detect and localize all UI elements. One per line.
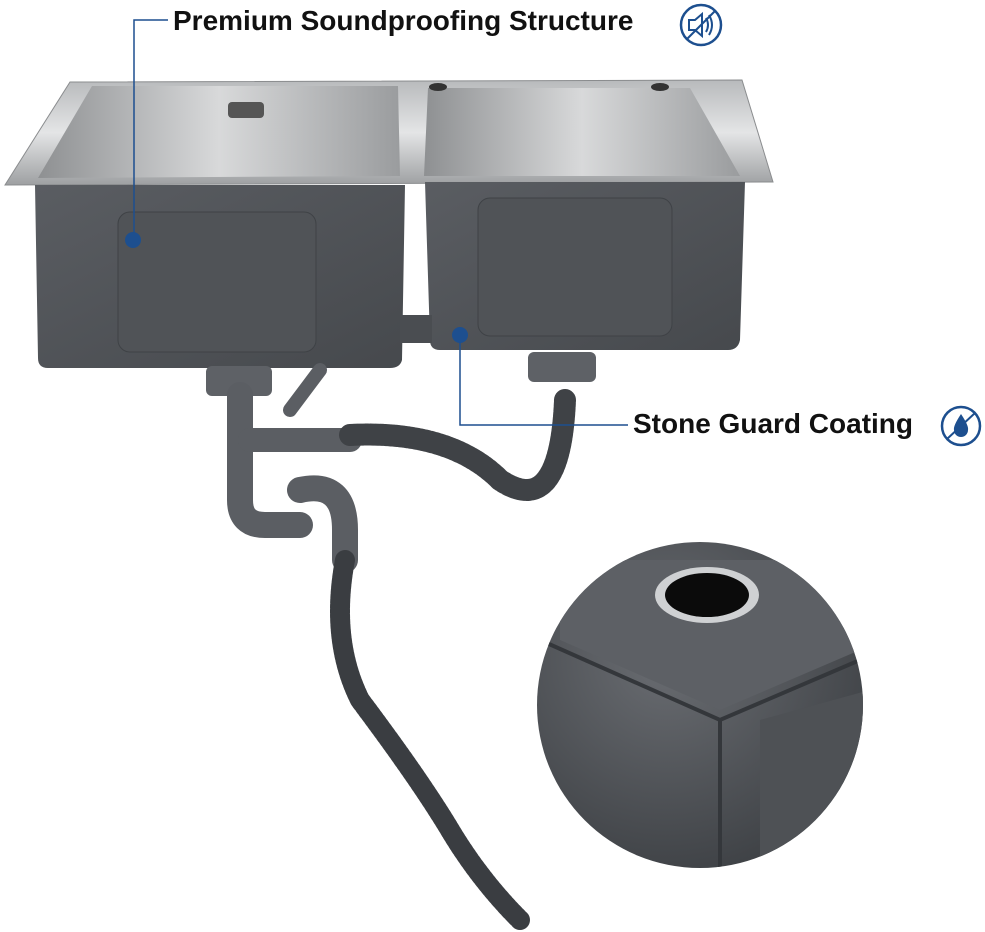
coated-bowls (35, 182, 745, 368)
coating-detail-inset (537, 542, 863, 868)
drain-plumbing (206, 352, 596, 930)
leader-lines (133, 19, 628, 426)
sound-muted-icon (679, 3, 723, 47)
sink-top (4, 79, 774, 186)
callout-dot-coating (452, 327, 468, 343)
water-drop-crossed-icon (940, 405, 982, 447)
callout-dot-soundproofing (125, 232, 141, 248)
stone-guard-label: Stone Guard Coating (633, 408, 913, 439)
soundproofing-label: Premium Soundproofing Structure (173, 5, 634, 36)
